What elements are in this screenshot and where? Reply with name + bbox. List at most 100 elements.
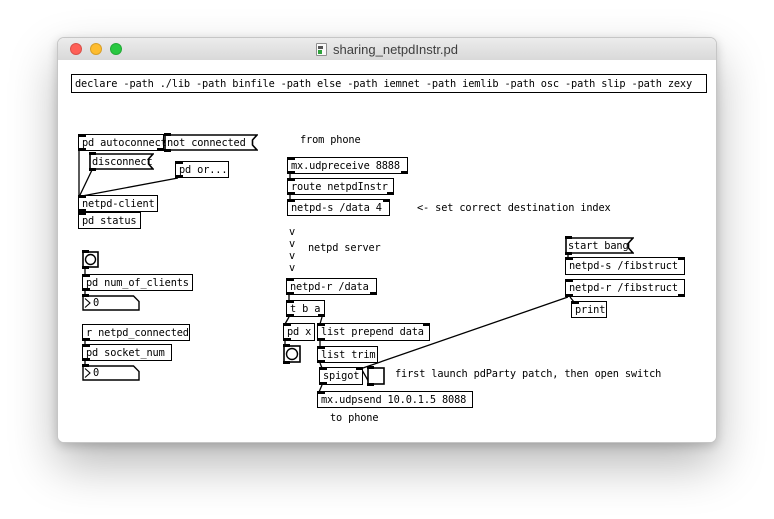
number-num-clients[interactable]: 0 <box>81 294 140 311</box>
outlet-nub[interactable] <box>317 360 325 363</box>
inlet-nub[interactable] <box>175 161 183 164</box>
patch-cord[interactable] <box>284 316 290 325</box>
object-netpd-r-data[interactable]: netpd-r /data <box>286 278 377 295</box>
inlet-nub[interactable] <box>81 250 89 253</box>
outlet-nub[interactable] <box>369 292 377 295</box>
outlet-nub[interactable] <box>156 148 164 151</box>
object-t-b-a[interactable]: t b a <box>286 300 325 317</box>
object-mx-udpsend[interactable]: mx.udpsend 10.0.1.5 8088 <box>317 391 473 408</box>
object-list-trim[interactable]: list trim <box>317 346 378 363</box>
inlet-nub[interactable] <box>163 133 171 136</box>
object-pd-num-of-clients[interactable]: pd num_of_clients <box>82 274 193 291</box>
outlet-nub[interactable] <box>78 209 86 212</box>
inlet-nub[interactable] <box>81 364 89 367</box>
inlet-nub[interactable] <box>565 279 573 282</box>
object-print-label: print <box>575 303 606 316</box>
object-route-netpdinstr-label: route netpdInstr <box>291 180 388 193</box>
inlet-nub[interactable] <box>78 134 86 137</box>
outlet-nub[interactable] <box>286 314 294 317</box>
inlet-nub[interactable] <box>571 301 579 304</box>
inlet-nub[interactable] <box>366 366 374 369</box>
close-button[interactable] <box>70 43 82 55</box>
inlet-nub[interactable] <box>286 278 294 281</box>
object-print[interactable]: print <box>571 301 607 318</box>
outlet-nub[interactable] <box>366 383 374 386</box>
outlet-nub[interactable] <box>78 148 86 151</box>
inlet-nub[interactable] <box>283 323 291 326</box>
bang-send[interactable] <box>282 344 301 364</box>
patch-cord[interactable] <box>319 316 323 325</box>
object-pd-x[interactable]: pd x <box>283 323 315 341</box>
outlet-nub[interactable] <box>386 192 394 195</box>
toggle-switch[interactable] <box>366 366 385 386</box>
number-socket-num[interactable]: 0 <box>81 364 140 381</box>
inlet-nub[interactable] <box>355 367 363 370</box>
inlet-nub[interactable] <box>78 195 86 198</box>
outlet-nub[interactable] <box>81 266 89 269</box>
object-declare-path[interactable]: declare -path ./lib -path binfile -path … <box>71 74 707 93</box>
outlet-nub[interactable] <box>283 338 291 341</box>
minimize-button[interactable] <box>90 43 102 55</box>
object-pd-autoconnect[interactable]: pd autoconnect <box>78 134 167 151</box>
bang-num-clients[interactable] <box>81 250 99 269</box>
outlet-nub[interactable] <box>319 382 327 385</box>
outlet-nub[interactable] <box>175 175 183 178</box>
outlet-nub[interactable] <box>82 338 90 341</box>
inlet-nub[interactable] <box>317 323 325 326</box>
patch-cord[interactable] <box>81 177 179 197</box>
patch-cord[interactable] <box>79 169 93 196</box>
object-netpd-r-fibstruct[interactable]: netpd-r /fibstruct <box>565 279 685 297</box>
outlet-nub[interactable] <box>564 252 572 255</box>
outlet-nub[interactable] <box>400 171 408 174</box>
object-netpd-s-fibstruct[interactable]: netpd-s /fibstruct <box>565 257 685 275</box>
inlet-nub[interactable] <box>88 152 96 155</box>
inlet-nub[interactable] <box>382 199 390 202</box>
object-route-netpdinstr[interactable]: route netpdInstr <box>287 178 394 195</box>
inlet-nub[interactable] <box>82 274 90 277</box>
outlet-nub[interactable] <box>286 292 294 295</box>
outlet-nub[interactable] <box>287 171 295 174</box>
patch-cord[interactable] <box>359 296 569 370</box>
zoom-button[interactable] <box>110 43 122 55</box>
inlet-nub[interactable] <box>282 344 290 347</box>
outlet-nub[interactable] <box>282 361 290 364</box>
object-list-prepend-data[interactable]: list prepend data <box>317 323 430 341</box>
inlet-nub[interactable] <box>317 391 325 394</box>
outlet-nub[interactable] <box>88 168 96 171</box>
message-not-connected[interactable]: not connected <box>163 133 258 152</box>
object-netpd-client[interactable]: netpd-client <box>78 195 158 212</box>
outlet-nub[interactable] <box>317 338 325 341</box>
outlet-nub[interactable] <box>82 288 90 291</box>
object-pd-status[interactable]: pd status <box>78 212 141 229</box>
object-pd-or[interactable]: pd or... <box>175 161 229 178</box>
inlet-nub[interactable] <box>82 344 90 347</box>
inlet-nub[interactable] <box>81 294 89 297</box>
inlet-nub[interactable] <box>677 257 685 260</box>
inlet-nub[interactable] <box>317 346 325 349</box>
inlet-nub[interactable] <box>287 157 295 160</box>
inlet-nub[interactable] <box>286 300 294 303</box>
outlet-nub[interactable] <box>163 149 171 152</box>
inlet-nub[interactable] <box>565 257 573 260</box>
outlet-nub[interactable] <box>677 294 685 297</box>
object-netpd-s-data[interactable]: netpd-s /data 4 <box>287 199 390 216</box>
comment-to-phone-label: to phone <box>330 412 379 424</box>
inlet-nub[interactable] <box>422 323 430 326</box>
object-spigot[interactable]: spigot <box>319 367 363 385</box>
inlet-nub[interactable] <box>287 199 295 202</box>
outlet-nub[interactable] <box>287 192 295 195</box>
outlet-nub[interactable] <box>565 294 573 297</box>
object-pd-socket-num[interactable]: pd socket_num <box>82 344 172 361</box>
inlet-nub[interactable] <box>287 178 295 181</box>
inlet-nub[interactable] <box>319 367 327 370</box>
object-mx-udpreceive[interactable]: mx.udpreceive 8888 <box>287 157 408 174</box>
patch-cord[interactable] <box>318 384 323 393</box>
outlet-nub[interactable] <box>317 314 325 317</box>
message-disconnect[interactable]: disconnect <box>88 152 154 171</box>
object-r-netpd-connected[interactable]: r netpd_connected <box>82 324 190 341</box>
inlet-nub[interactable] <box>564 236 572 239</box>
inlet-nub[interactable] <box>78 212 86 215</box>
outlet-nub[interactable] <box>82 358 90 361</box>
message-start-bang[interactable]: start bang <box>564 236 634 255</box>
